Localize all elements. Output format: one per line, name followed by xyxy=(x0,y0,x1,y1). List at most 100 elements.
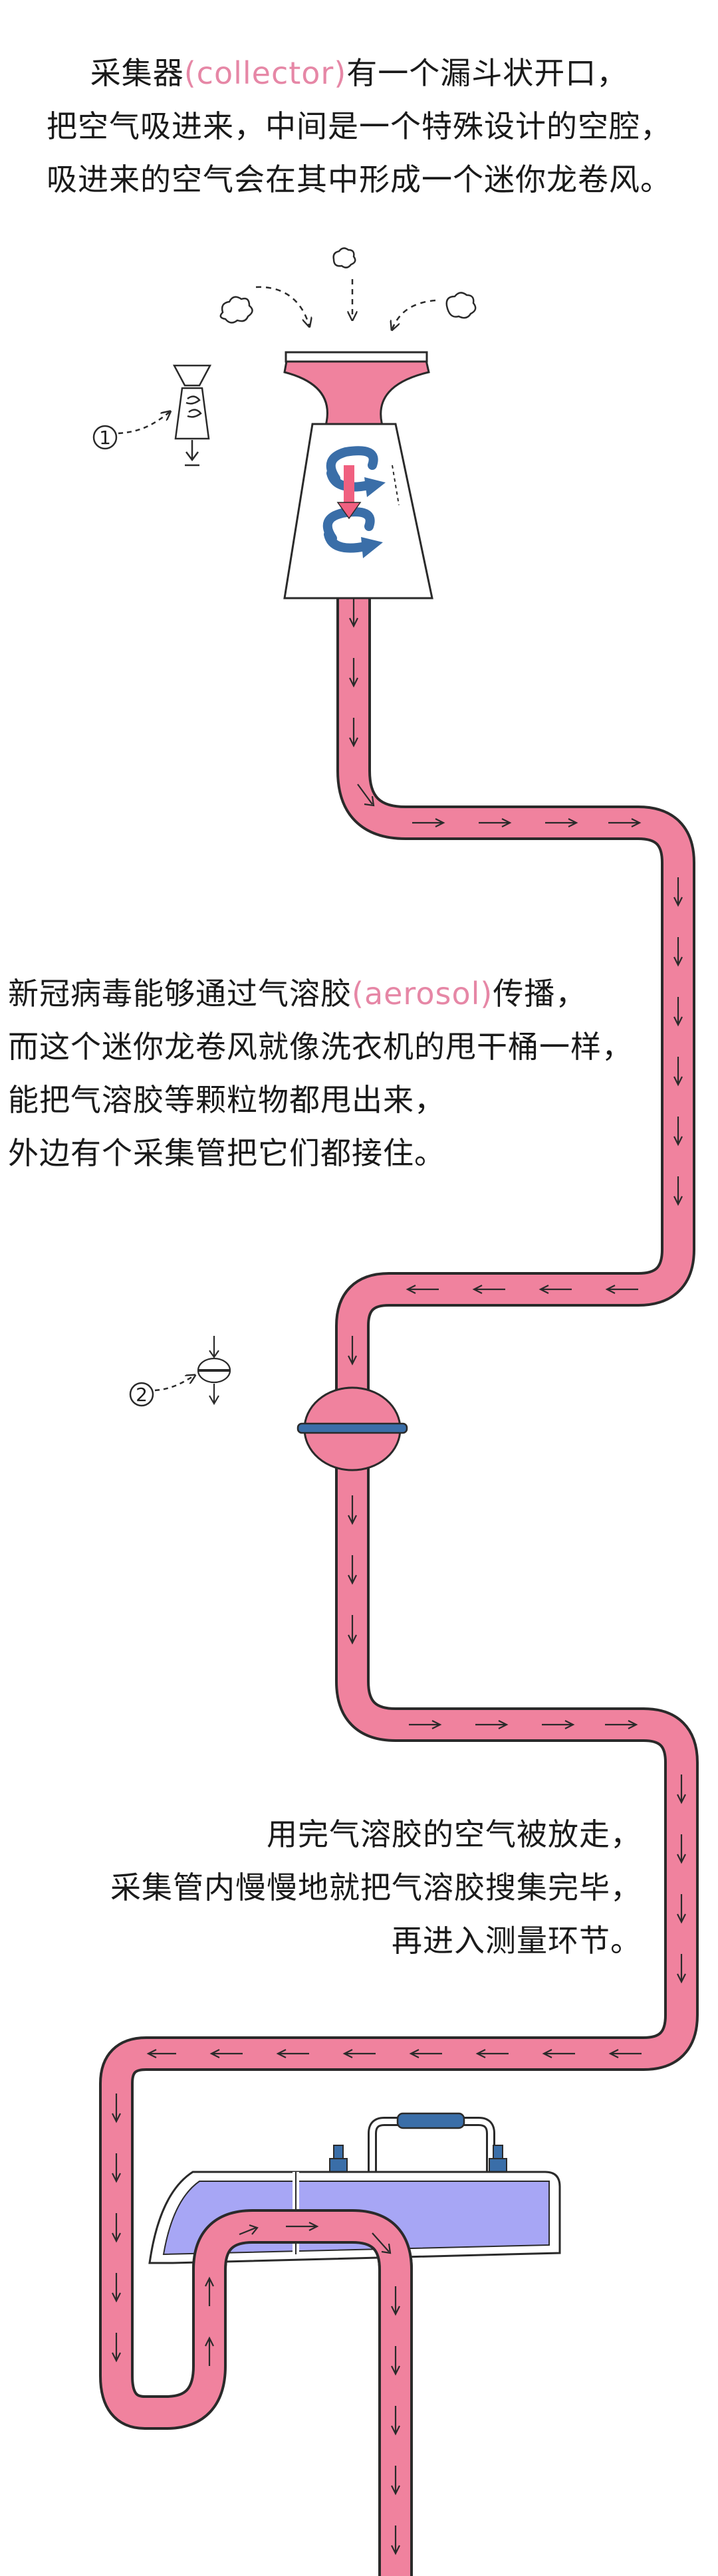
step1-callout: 1 xyxy=(92,364,212,467)
dust-flow-arrow-right xyxy=(392,299,436,329)
funnel-rim xyxy=(285,351,428,363)
flow-arrows xyxy=(112,598,686,2555)
device-handle-grip xyxy=(396,2112,465,2129)
flow-arrow-icon xyxy=(239,2224,259,2236)
release-caption: 用完气溶胶的空气被放走， 采集管内慢慢地就把气溶胶搜集完毕， 再进入测量环节。 xyxy=(110,1808,642,1967)
flow-arrow-icon xyxy=(205,2276,214,2306)
aerosol-term: (aerosol) xyxy=(352,976,493,1012)
flow-arrow-icon xyxy=(475,1720,509,1729)
flow-arrow-icon xyxy=(112,2273,121,2303)
chamber-dash-line xyxy=(392,465,400,506)
valve-band xyxy=(297,1422,408,1434)
flow-arrow-icon xyxy=(479,818,512,827)
flow-arrow-icon xyxy=(348,1615,357,1645)
funnel-collector-icon xyxy=(172,364,212,467)
flow-arrow-icon xyxy=(677,1774,686,1804)
flow-arrow-icon xyxy=(475,2049,509,2058)
flow-arrow-icon xyxy=(538,1285,572,1294)
intro-term-collector: (collector) xyxy=(183,55,347,91)
flow-arrow-icon xyxy=(348,1555,357,1585)
flow-arrow-icon xyxy=(673,1057,683,1087)
flow-arrow-icon xyxy=(673,1176,683,1206)
flow-arrow-icon xyxy=(391,2286,400,2316)
device-pins xyxy=(329,2145,507,2173)
flow-arrow-icon xyxy=(412,818,445,827)
tornado-swirl-icon xyxy=(326,446,386,497)
flow-arrow-icon xyxy=(276,2049,309,2058)
step2-pointer xyxy=(154,1376,194,1392)
flow-arrow-icon xyxy=(112,2093,121,2123)
flow-arrow-icon xyxy=(605,1720,638,1729)
dust-particles xyxy=(219,247,477,329)
step1-marker xyxy=(92,425,118,450)
step2-callout: 2 xyxy=(129,1336,231,1407)
flow-arrow-icon xyxy=(372,2232,392,2254)
flow-arrow-icon xyxy=(673,997,683,1027)
dust-particle-icon xyxy=(332,247,356,268)
step1-pointer xyxy=(118,412,170,435)
device-handle-inner xyxy=(370,2119,493,2172)
aerosol-line1-before: 新冠病毒能够通过气溶胶 xyxy=(8,976,352,1012)
filter-valve-icon xyxy=(197,1336,231,1406)
flow-arrow-icon xyxy=(349,658,358,688)
flow-arrow-icon xyxy=(673,1117,683,1146)
flow-arrow-icon xyxy=(542,1720,575,1729)
aerosol-line4: 外边有个采集管把它们都接住。 xyxy=(8,1135,445,1171)
flow-arrow-icon xyxy=(348,1495,357,1525)
intro-line1-before: 采集器 xyxy=(90,55,184,91)
flow-arrow-icon xyxy=(391,2525,400,2555)
flow-arrow-icon xyxy=(112,2333,121,2363)
flow-arrow-icon xyxy=(209,2049,243,2058)
flow-arrow-icon xyxy=(605,1285,638,1294)
release-line2: 采集管内慢慢地就把气溶胶搜集完毕， xyxy=(110,1870,642,1905)
step1-marker-label: 1 xyxy=(99,427,111,449)
intro-line1-after: 有一个漏斗状开口， xyxy=(346,55,628,91)
device-handle xyxy=(368,2117,495,2172)
flow-arrow-icon xyxy=(391,2466,400,2496)
flow-arrow-icon xyxy=(673,937,683,967)
dust-flow-arrow-left xyxy=(255,286,309,326)
flow-arrow-icon xyxy=(673,877,683,907)
flow-arrow-icon xyxy=(112,2153,121,2183)
flow-arrow-icon xyxy=(608,2049,642,2058)
downward-arrow-icon xyxy=(336,465,362,520)
flow-arrow-icon xyxy=(406,1285,439,1294)
intro-line3: 吸进来的空气会在其中形成一个迷你龙卷风。 xyxy=(47,161,671,197)
dust-particle-icon xyxy=(219,296,253,324)
flow-arrow-icon xyxy=(677,1954,686,1984)
flow-arrow-icon xyxy=(357,784,375,807)
intro-caption: 采集器(collector)有一个漏斗状开口， 把空气吸进来，中间是一个特殊设计… xyxy=(0,47,718,206)
flow-arrow-icon xyxy=(472,1285,505,1294)
aerosol-line1-after: 传播， xyxy=(493,976,587,1012)
intro-line2: 把空气吸进来，中间是一个特殊设计的空腔， xyxy=(47,108,671,144)
flow-arrow-icon xyxy=(677,1834,686,1864)
funnel-collector xyxy=(283,351,433,599)
release-line3: 再进入测量环节。 xyxy=(392,1923,642,1959)
flow-arrow-icon xyxy=(608,818,642,827)
step2-marker xyxy=(129,1382,154,1407)
dust-particle-icon xyxy=(445,292,477,319)
flow-arrow-icon xyxy=(542,2049,575,2058)
aerosol-line2: 而这个迷你龙卷风就像洗衣机的甩干桶一样， xyxy=(8,1029,633,1065)
flow-arrow-icon xyxy=(146,2049,176,2058)
flow-arrow-icon xyxy=(677,1894,686,1924)
flow-arrow-icon xyxy=(342,2049,376,2058)
release-line1: 用完气溶胶的空气被放走， xyxy=(267,1816,642,1852)
funnel-mouth xyxy=(283,356,430,427)
filter-valve xyxy=(297,1386,408,1471)
flow-arrow-icon xyxy=(349,718,358,748)
flow-arrow-icon xyxy=(409,2049,442,2058)
tube-overlay xyxy=(192,2209,413,2326)
flow-arrow-icon xyxy=(205,2336,214,2366)
flow-arrow-icon xyxy=(112,2213,121,2243)
flow-arrow-icon xyxy=(348,1336,357,1366)
aerosol-caption: 新冠病毒能够通过气溶胶(aerosol)传播， 而这个迷你龙卷风就像洗衣机的甩干… xyxy=(8,967,633,1180)
flow-arrow-icon xyxy=(349,598,358,628)
flow-arrow-icon xyxy=(391,2406,400,2436)
aerosol-line3: 能把气溶胶等颗粒物都甩出来， xyxy=(8,1082,445,1118)
flow-arrow-icon xyxy=(409,1720,442,1729)
flow-arrow-icon xyxy=(286,2222,319,2231)
flow-arrow-icon xyxy=(391,2346,400,2376)
tornado-swirl-icon xyxy=(322,507,383,558)
